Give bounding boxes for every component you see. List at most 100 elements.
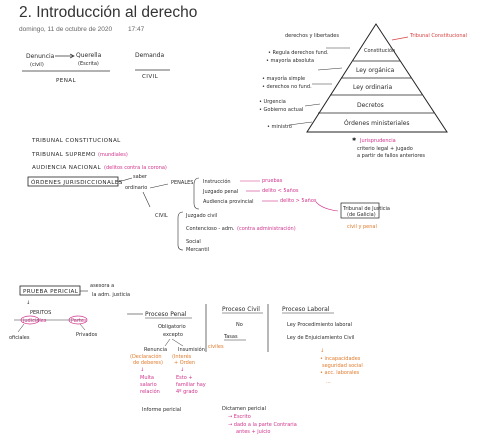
- note-urgencia: • Urgencia: [259, 99, 286, 105]
- note-time: 17:47: [127, 26, 145, 33]
- pyramid-level-4: Decretos: [357, 102, 384, 109]
- laboral-2: Ley de Enjuiciamiento Civil: [287, 335, 354, 341]
- pp-box: [19, 285, 81, 296]
- note-regula: • Regula derechos fund.: [268, 50, 329, 56]
- pyramid-level-1: Constitución: [364, 47, 395, 54]
- privados: Privados: [76, 332, 98, 338]
- familiar-3: 4º grado: [176, 389, 198, 395]
- jurisprudencia: Jurisprudencia: [359, 138, 396, 144]
- denuncia-sub: (civil): [30, 62, 44, 68]
- civil-branch-label: CIVIL: [155, 213, 168, 219]
- penal-note-2: delito < 5años: [262, 188, 299, 194]
- orange-2: seguridad social: [322, 363, 363, 369]
- prueba-pericial: PRUEBA PERICIAL: [23, 289, 79, 295]
- partes: Partes: [71, 318, 87, 324]
- renuncia-note-2: de deberes): [133, 360, 163, 366]
- penal-note-3: delito > 5años: [280, 198, 317, 204]
- penales-label: PENALES: [171, 180, 193, 186]
- page-title: 2. Introducción al derecho: [19, 4, 198, 21]
- oj-box: [27, 176, 119, 187]
- civil-item-2: Contencioso - adm.: [186, 226, 235, 232]
- penal-item-1: Instrucción: [203, 178, 231, 185]
- arrow-down-icon: ↓: [26, 300, 30, 306]
- civil-no: No: [236, 322, 243, 328]
- penal-item-3: Audiencia provincial: [203, 199, 253, 205]
- asesora-2: la adm. justicia: [92, 292, 130, 298]
- top-left-block: Denuncia (civil) Querella (Escrita) Dema…: [22, 52, 170, 84]
- familiar-1: Esto +: [176, 375, 193, 381]
- excepto: excepto: [163, 332, 183, 338]
- penal-item-2: Juzgado penal: [202, 189, 238, 195]
- dictamen-2: → dado a la parte Contraria: [228, 422, 297, 428]
- contencioso-note: (contra administración): [237, 225, 296, 232]
- tsj-box: [340, 202, 380, 219]
- civiles-note: civiles: [208, 344, 224, 350]
- note-date: domingo, 11 de octubre de 2020: [19, 26, 113, 33]
- bottom-block: PRUEBA PERICIAL asesora a la adm. justic…: [9, 283, 363, 435]
- penal-note-1: pruebas: [262, 178, 283, 184]
- pyramid-level-3: Ley ordinaria: [353, 84, 393, 91]
- tc-note: Tribunal Constitucional: [409, 33, 467, 39]
- courts-block: TRIBUNAL CONSTITUCIONAL TRIBUNAL SUPREMO…: [27, 138, 390, 253]
- dictamen-3: antes + juicio: [236, 429, 270, 435]
- note-mayoria-simple: • mayoría simple: [262, 75, 305, 82]
- ordinario-label: ordinario: [125, 185, 147, 191]
- note-derechos: derechos y libertades: [285, 33, 339, 39]
- orange-3: • acc. laborales: [320, 370, 360, 376]
- renuncia-note-1: (Declaración: [130, 353, 162, 360]
- down-arrow-pink-2: ↓: [180, 367, 184, 373]
- multa-2: salario: [140, 382, 157, 388]
- asterisk-icon: ✱: [352, 137, 357, 143]
- note-ministro: • ministro: [267, 124, 292, 130]
- pyramid-level-2: Ley orgánica: [356, 67, 395, 74]
- orange-arrow: ↓: [320, 348, 324, 354]
- insumision-note-1: (Interés: [172, 353, 192, 360]
- judiciales: judiciales: [22, 318, 47, 324]
- dictamen-1: → Escrito: [228, 414, 251, 420]
- asesora-1: asesora a: [90, 283, 114, 289]
- obligatorio: Obligatorio: [158, 324, 186, 330]
- querella: Querella: [76, 52, 102, 59]
- civil-y-penal: civil y penal: [347, 224, 377, 230]
- penal-label: PENAL: [56, 78, 77, 84]
- tasas: Tasas: [223, 334, 238, 340]
- juris-note-1: criterio legal + jugado: [357, 146, 413, 152]
- note-no-fund: • derechos no fund.: [262, 84, 312, 90]
- civil-item-3: Social: [186, 239, 201, 245]
- proceso-civil: Proceso Civil: [222, 306, 260, 313]
- civil-label: CIVIL: [142, 74, 159, 80]
- civil-item-1: Juzgado civil: [185, 213, 217, 219]
- an-note: (delitos contra la corona): [104, 165, 167, 171]
- tc-label: TRIBUNAL CONSTITUCIONAL: [31, 138, 121, 144]
- ts-label: TRIBUNAL SUPREMO: [31, 152, 96, 158]
- an-label: AUDIENCIA NACIONAL: [32, 165, 101, 171]
- informe-pericial: Informe pericial: [142, 407, 181, 413]
- laboral-1: Ley Procedimiento laboral: [287, 322, 352, 328]
- civil-item-4: Mercantil: [186, 247, 209, 253]
- tsj-label: Tribunal de Justicia: [342, 206, 390, 212]
- pyramid-level-5: Órdenes ministeriales: [344, 120, 410, 127]
- querella-sub: (Escrita): [78, 61, 99, 67]
- orange-1: • incapacidades: [320, 356, 361, 362]
- oficiales: oficiales: [9, 335, 30, 341]
- ts-note: (mundiales): [98, 152, 128, 158]
- kelsen-pyramid: Constitución Ley orgánica Ley ordinaria …: [259, 23, 467, 159]
- oj-label: ÓRDENES JURISDICCIONALES: [31, 179, 123, 186]
- demanda: Demanda: [135, 52, 164, 59]
- orange-dots: ...: [326, 379, 331, 385]
- note-meta: domingo, 11 de octubre de 2020 17:47: [19, 26, 158, 33]
- insumision: Insumisión: [178, 346, 205, 353]
- renuncia: Renuncia: [144, 347, 167, 353]
- proceso-laboral: Proceso Laboral: [282, 306, 330, 313]
- arrow-head: [69, 53, 75, 59]
- note-mayoria-abs: • mayoría absoluta: [266, 57, 314, 64]
- juris-note-2: a partir de fallos anteriores: [357, 153, 425, 159]
- proceso-penal: Proceso Penal: [145, 311, 187, 318]
- multa-3: relación: [140, 388, 160, 395]
- down-arrow-pink: ↓: [140, 367, 144, 373]
- dictamen-pericial: Dictamen pericial: [222, 406, 266, 412]
- peritos-label: PERITOS: [30, 310, 51, 316]
- familiar-2: familiar hay: [176, 382, 206, 388]
